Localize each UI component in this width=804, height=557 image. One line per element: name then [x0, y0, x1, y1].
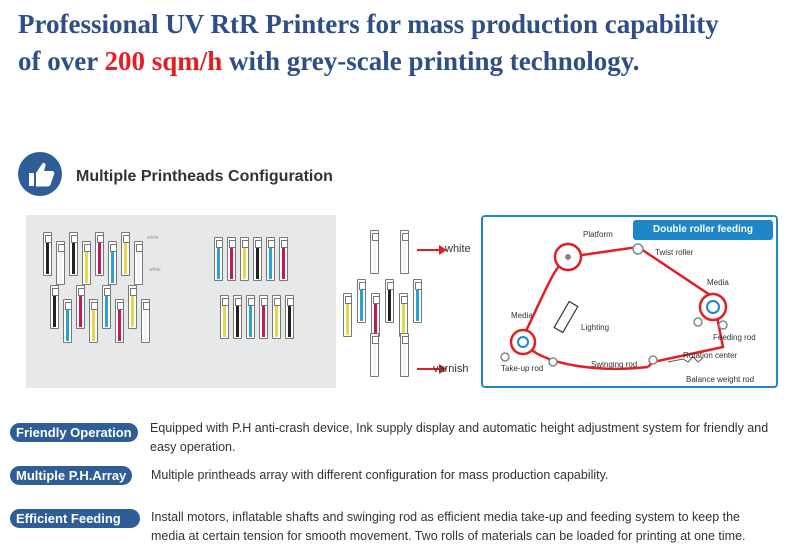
- printhead-array-panel: white white: [26, 215, 336, 388]
- printhead: [233, 295, 242, 339]
- headline-highlight: 200 sqm/h: [104, 46, 223, 76]
- feeding-title: Double roller feeding: [633, 220, 773, 240]
- feature-badge: Efficient Feeding: [10, 509, 140, 528]
- printhead: [69, 232, 78, 276]
- printhead: [413, 279, 422, 323]
- feature-text-line-1: Install motors, inflatable shafts and sw…: [151, 510, 740, 524]
- headline-line-1: Professional UV RtR Printers for mass pr…: [18, 9, 719, 39]
- feature-text-line-2: easy operation.: [150, 440, 236, 454]
- printhead: [400, 230, 409, 274]
- printhead: [253, 237, 262, 281]
- printhead: [266, 237, 275, 281]
- section-title: Multiple Printheads Configuration: [76, 168, 333, 185]
- headline-line-2a: of over: [18, 46, 105, 76]
- small-white-label-1: white: [147, 235, 159, 241]
- double-roller-feeding-diagram: Double roller feeding Platform Twist rol…: [481, 215, 778, 388]
- printhead: [56, 241, 65, 285]
- printhead: [214, 237, 223, 281]
- printhead: [399, 293, 408, 337]
- varnish-label: varnish: [433, 363, 469, 375]
- printhead: [102, 285, 111, 329]
- lighting-label: Lighting: [581, 323, 610, 332]
- headline: Professional UV RtR Printers for mass pr…: [18, 6, 798, 80]
- printhead: [50, 285, 59, 329]
- feature-text-line-1: Multiple printheads array with different…: [151, 468, 609, 482]
- feature-text-line-2: media at certain tension for smooth move…: [151, 529, 746, 543]
- printhead: [371, 293, 380, 337]
- printhead: [63, 299, 72, 343]
- balance-weight-rod-label: Balance weight rod: [686, 375, 755, 384]
- printhead: [285, 295, 294, 339]
- printhead: [279, 237, 288, 281]
- printhead: [76, 285, 85, 329]
- printhead: [259, 295, 268, 339]
- feature-badge: Multiple P.H.Array: [10, 466, 133, 485]
- headline-line-2b: with grey-scale printing technology.: [222, 46, 640, 76]
- media-right-label: Media: [707, 278, 729, 287]
- white-varnish-panel: white varnish: [337, 215, 481, 388]
- printhead: [343, 293, 352, 337]
- printhead: [89, 299, 98, 343]
- feature-badge: Friendly Operation: [10, 423, 138, 442]
- printhead: [220, 295, 229, 339]
- printhead: [95, 232, 104, 276]
- printhead: [108, 241, 117, 285]
- printhead: [370, 333, 379, 377]
- printhead: [43, 232, 52, 276]
- printhead: [272, 295, 281, 339]
- printhead: [240, 237, 249, 281]
- small-white-label-2: white: [149, 267, 161, 273]
- media-left-label: Media: [511, 311, 533, 320]
- headline-line-2: of over 200 sqm/h with grey-scale printi…: [18, 43, 798, 80]
- printhead: [385, 279, 394, 323]
- printhead: [357, 279, 366, 323]
- printhead: [134, 241, 143, 285]
- thumbs-up-icon: [18, 152, 62, 196]
- printhead: [82, 241, 91, 285]
- arrow-right-icon: [417, 364, 447, 374]
- printhead: [370, 230, 379, 274]
- swinging-rod-label: Swinging rod: [591, 360, 638, 369]
- platform-label: Platform: [583, 230, 613, 239]
- rotation-center-label: Rotation center: [683, 351, 738, 360]
- feeding-rod-label: Feeding rod: [713, 333, 756, 342]
- feature-text-line-1: Equipped with P.H anti-crash device, Ink…: [150, 421, 769, 435]
- twist-roller-label: Twist roller: [655, 248, 694, 257]
- printhead: [246, 295, 255, 339]
- printhead: [128, 285, 137, 329]
- printhead: [141, 299, 150, 343]
- printhead: [121, 232, 130, 276]
- arrow-right-icon: [417, 245, 447, 255]
- printhead: [115, 299, 124, 343]
- printhead: [227, 237, 236, 281]
- take-up-rod-label: Take-up rod: [501, 364, 544, 373]
- printhead: [400, 333, 409, 377]
- white-label: white: [445, 243, 471, 255]
